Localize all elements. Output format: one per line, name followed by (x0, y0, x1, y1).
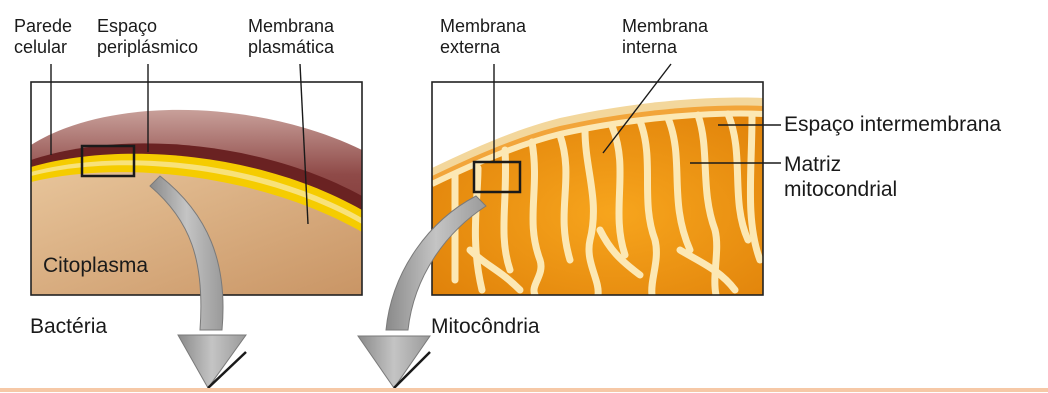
bottom-accent-rule (0, 388, 1048, 392)
caption-bacteria: Bactéria (30, 314, 107, 339)
mitochondrion-panel (432, 64, 781, 295)
label-inner-membrane: Membrana interna (622, 16, 708, 58)
label-intermembrane-space: Espaço intermembrana (784, 112, 1001, 137)
label-cell-wall: Parede celular (14, 16, 72, 58)
label-outer-membrane: Membrana externa (440, 16, 526, 58)
label-plasma-membrane: Membrana plasmática (248, 16, 334, 58)
label-periplasmic-space: Espaço periplásmico (97, 16, 198, 58)
label-matrix: Matriz mitocondrial (784, 152, 897, 202)
caption-mitochondrion: Mitocôndria (431, 314, 540, 339)
label-cytoplasm: Citoplasma (43, 253, 148, 278)
